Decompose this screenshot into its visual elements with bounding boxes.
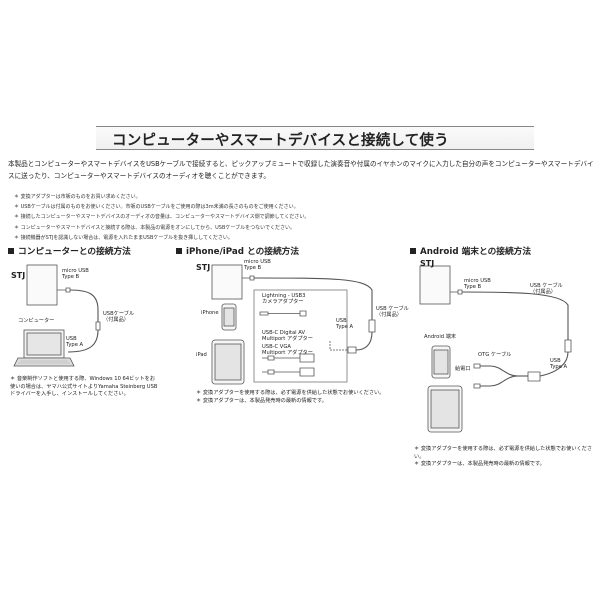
usbc-vga-adapter-label: USB-C VGA Multiport アダプター	[262, 344, 313, 357]
micro-usb-label: micro USB Type B	[244, 259, 271, 272]
usbc-adapter-icon	[262, 355, 300, 361]
micro-usb-plug-icon	[57, 287, 71, 293]
usb-plug-icon	[95, 321, 101, 331]
stj-label: STJ	[420, 259, 435, 268]
section-heading-iphone: iPhone/iPad との接続方法	[176, 244, 299, 257]
otg-cable-line	[480, 375, 519, 387]
micro-usb-plug-icon	[242, 275, 255, 281]
computer-label: コンピューター	[18, 318, 55, 324]
stj-label: STJ	[11, 271, 26, 280]
usbc-vga-adapter-icon	[262, 369, 300, 375]
stj-unit-icon	[211, 264, 243, 300]
ipad-label: iPad	[196, 352, 207, 358]
power-port-plug-icon	[473, 363, 481, 369]
otg-cable-label: OTG ケーブル	[478, 352, 512, 358]
intro-text: 本製品とコンピューターやスマートデバイスをUSBケーブルで接続すると、ピックアッ…	[8, 160, 594, 181]
page-title: コンピューターやスマートデバイスと接続して使う	[112, 133, 449, 149]
otg-connector-icon	[527, 371, 541, 382]
iphone-footnotes: 変換アダプターを使用する際は、必ず電源を供給した状態でお使いください。 変換アダ…	[196, 390, 426, 405]
note-item: USBケーブルは付属のものをお使いください。市販のUSBケーブルをご使用の際は3…	[14, 202, 574, 212]
usb-cable-label: USB ケーブル （付属品）	[530, 283, 563, 296]
micro-usb-plug-icon	[450, 289, 463, 295]
square-icon	[176, 248, 182, 254]
square-icon	[410, 248, 416, 254]
usb-cable-line	[69, 289, 99, 322]
laptop-keyboard-icon	[13, 357, 75, 367]
usb-cable-label: USB ケーブル （付属品）	[376, 306, 409, 319]
lightning-adapter-label: Lightning - USB3 カメラアダプター	[262, 293, 306, 306]
usb-type-a-label: USB Type A	[336, 318, 354, 331]
adapter-group-box	[253, 289, 348, 383]
usb-plug-icon	[368, 319, 376, 333]
power-port-label: 給電口	[455, 366, 471, 372]
note-item: 接続機器がSTJを認識しない場合は、電源を入れたままUSBケーブルを抜き挿しして…	[14, 233, 574, 243]
stj-unit-icon	[419, 265, 451, 305]
android-terminal-label: Android 端末	[424, 334, 457, 340]
section-heading-computer: コンピューターとの接続方法	[8, 244, 131, 257]
square-icon	[8, 248, 14, 254]
iphone-label: iPhone	[201, 310, 219, 316]
usb-cable-label: USBケーブル （付属品）	[103, 311, 135, 324]
usb-plug-icon	[564, 339, 572, 353]
notes-list: 変換アダプターは市販のものをお買い求めください。 USBケーブルは付属のものをお…	[14, 192, 574, 243]
device-plug-icon	[473, 383, 481, 389]
section-heading-android: Android 端末との接続方法	[410, 244, 531, 257]
stj-unit-icon	[26, 264, 58, 306]
computer-footnote: 音楽制作ソフトと使用する際、Windows 10 64ビットをお使いの場合は、ヤ…	[10, 376, 158, 399]
usb-type-a-label: USB Type A	[550, 358, 568, 371]
usb-socket-icon	[347, 346, 357, 354]
usb-cable-line	[461, 291, 569, 340]
usb-cable-line	[67, 329, 99, 353]
usb-type-a-label: USB Type A	[66, 336, 84, 349]
note-item: 変換アダプターは市販のものをお買い求めください。	[14, 192, 574, 202]
stj-label: STJ	[196, 263, 211, 272]
title-bar	[96, 126, 534, 150]
usb-cable-line	[253, 277, 373, 320]
android-footnotes: 変換アダプターを使用する際は、必ず電源を供給した状態でお使いください。 変換アダ…	[414, 446, 594, 469]
micro-usb-label: micro USB Type B	[62, 268, 89, 281]
otg-cable-line	[480, 365, 519, 377]
note-item: コンピューターやスマートデバイスと接続する際は、本製品の電源をオンにしてから、U…	[14, 223, 574, 233]
note-item: 接続したコンピューターやスマートデバイスのオーディオの音量は、コンピューターやス…	[14, 212, 574, 222]
micro-usb-label: micro USB Type B	[464, 278, 491, 291]
lightning-adapter-icon	[259, 311, 300, 316]
usbc-av-adapter-label: USB-C Digital AV Multiport アダプター	[262, 330, 313, 343]
